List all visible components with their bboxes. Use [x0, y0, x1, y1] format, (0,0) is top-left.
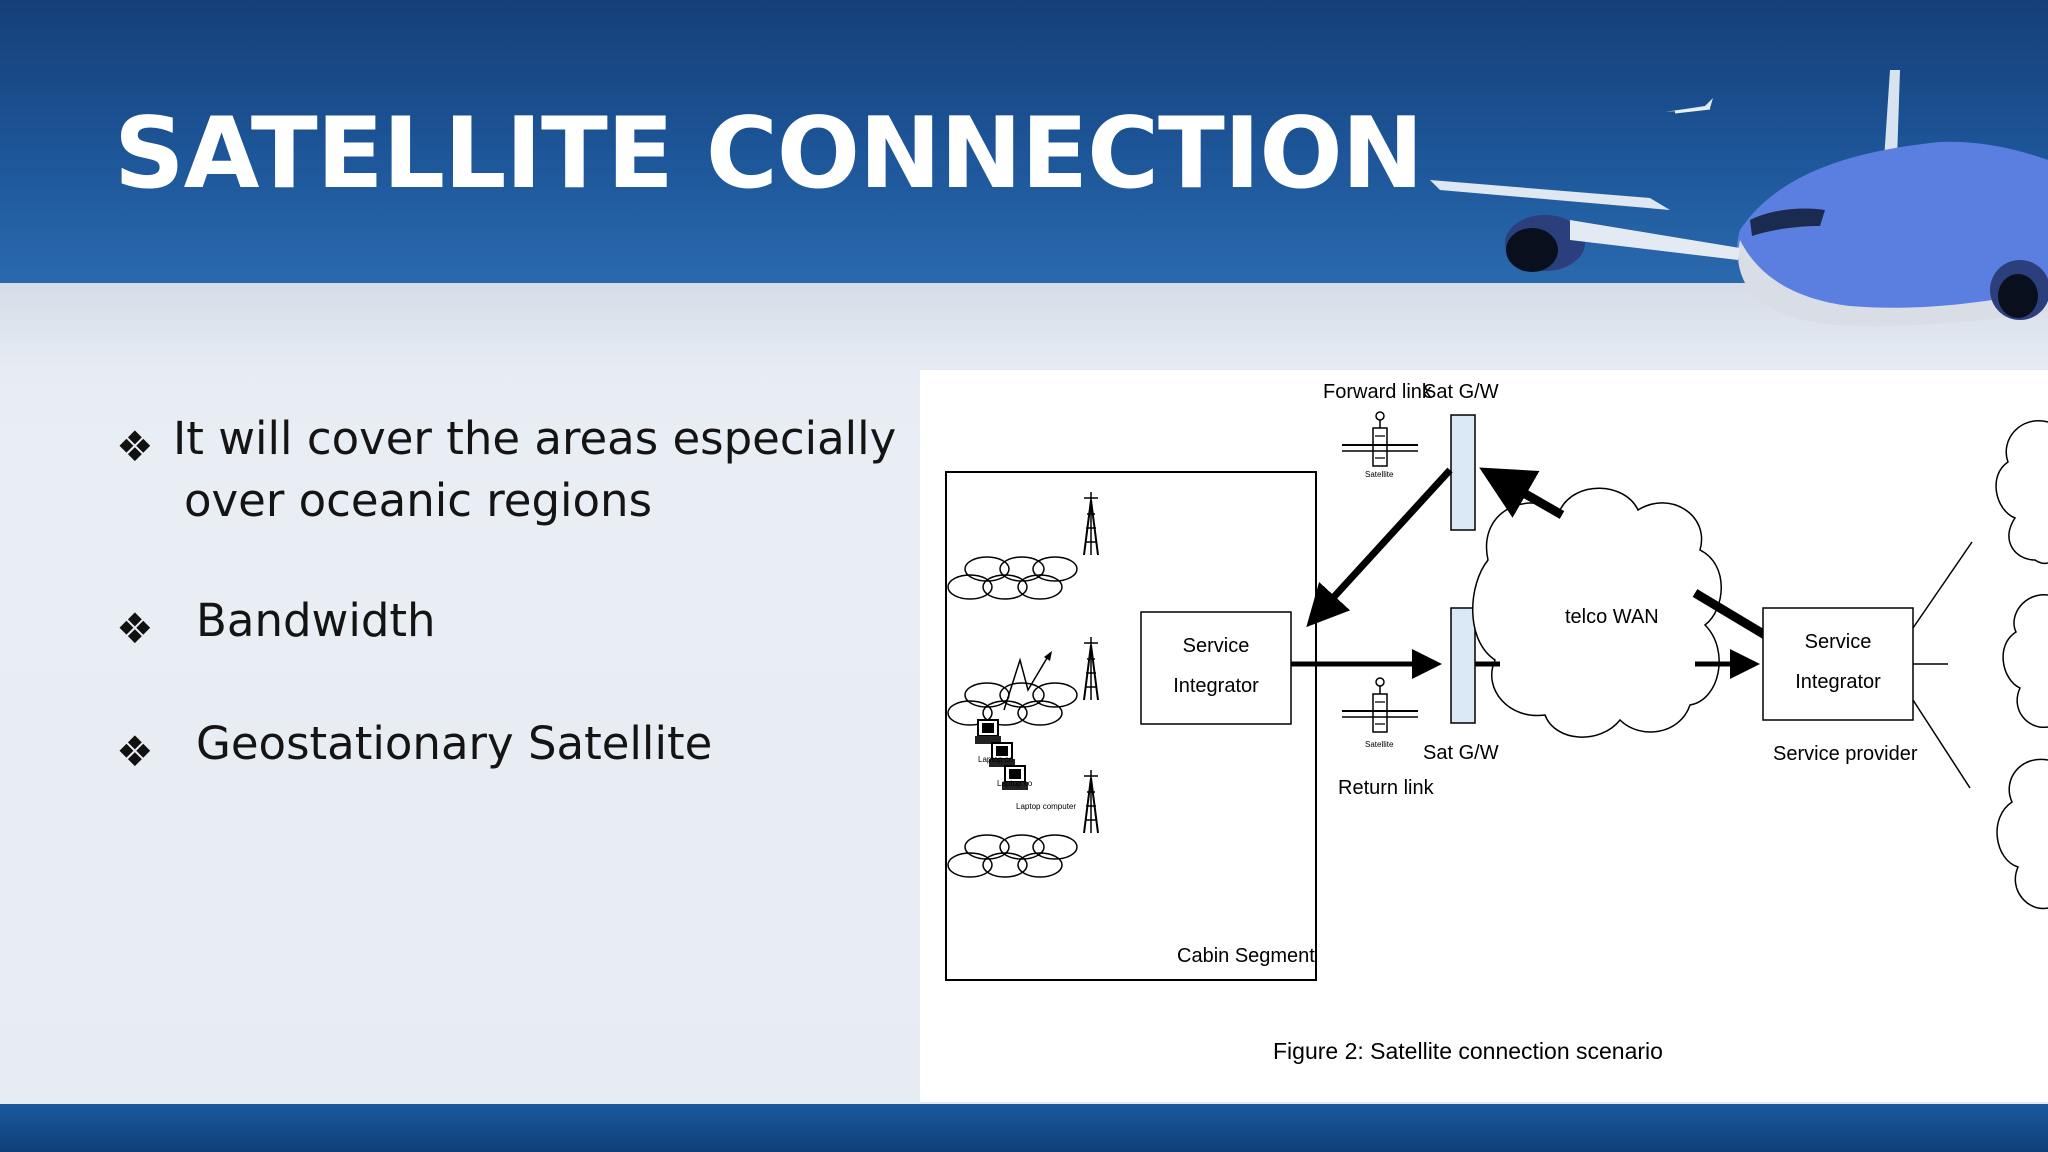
cabin-segment-box: [945, 471, 1317, 981]
sat-gw-top-label: Sat G/W: [1423, 381, 1499, 403]
cloud-icon: [1996, 758, 2048, 910]
provider-to-telco-link: [1692, 589, 1768, 639]
airplane-image: [1430, 70, 2048, 327]
service-integrator-provider-line1: Service: [1805, 631, 1872, 653]
forward-link-arrow: [1306, 467, 1453, 628]
service-integrator-provider-line2: Integrator: [1795, 671, 1881, 693]
satellite-icon: [1341, 677, 1419, 733]
bullet-text: It will cover the areas especially over …: [173, 412, 897, 527]
satellite-label-top: Satellite: [1365, 470, 1394, 479]
telco-to-gateway-arrow: [1479, 467, 1565, 519]
sat-gateway-bottom: [1450, 607, 1476, 724]
bullet-text: Bandwidth: [196, 594, 436, 647]
bullet-diamond-icon: ❖: [116, 422, 154, 471]
antenna-tower-icon: [1083, 769, 1099, 834]
figure-caption: Figure 2: Satellite connection scenario: [1273, 1038, 1663, 1064]
network-diagram-figure: Forward link Sat G/W Satellite Cabin Seg…: [920, 370, 2048, 1102]
footer-bar: [0, 1104, 2048, 1152]
title-banner: [0, 0, 2048, 283]
bullet-diamond-icon: ❖: [116, 727, 154, 776]
service-integrator-provider-box: [1762, 607, 1914, 721]
antenna-tower-icon: [1083, 636, 1099, 701]
link-line: [1912, 699, 1971, 789]
service-integrator-cabin-box: [1140, 611, 1292, 725]
service-integrator-cabin-line1: Service: [1183, 635, 1250, 657]
satellite-icon: [1341, 411, 1419, 467]
bullet-item: ❖ Geostationary Satellite: [116, 713, 916, 776]
cell-cluster: [947, 682, 1078, 726]
laptop-label: Laptop computer: [1016, 802, 1076, 811]
laptop-icon: [974, 719, 1002, 745]
bullet-item: ❖ It will cover the areas especially ove…: [116, 408, 916, 532]
bullet-item: ❖ Bandwidth: [116, 590, 916, 653]
service-provider-label: Service provider: [1773, 743, 1918, 765]
cloud-icon: [2002, 594, 2048, 728]
cloud-icon: [1472, 487, 1722, 738]
slide-title: SATELLITE CONNECTION: [114, 97, 1424, 211]
cabin-segment-label: Cabin Segment: [1177, 945, 1315, 967]
laptop-label: Laptop co: [997, 779, 1033, 788]
cell-cluster: [947, 834, 1078, 878]
cell-cluster: [947, 556, 1078, 600]
telco-wan-label: telco WAN: [1565, 606, 1659, 628]
header-fade: [0, 283, 2048, 373]
sat-gw-bottom-label: Sat G/W: [1423, 742, 1499, 764]
bullet-text: Geostationary Satellite: [196, 717, 713, 770]
sat-gateway-top: [1450, 414, 1476, 531]
cloud-icon: [1995, 420, 2048, 565]
satellite-diagram: Forward link Sat G/W Satellite Cabin Seg…: [945, 381, 2048, 1064]
antenna-tower-icon: [1083, 491, 1099, 556]
service-integrator-cabin-line2: Integrator: [1173, 675, 1259, 697]
return-link-label: Return link: [1338, 777, 1435, 799]
laptop-label: Laptop co: [978, 755, 1014, 764]
link-line: [1912, 541, 1973, 629]
forward-link-label: Forward link: [1323, 381, 1433, 403]
satellite-label-bottom: Satellite: [1365, 740, 1394, 749]
bullet-diamond-icon: ❖: [116, 604, 154, 653]
